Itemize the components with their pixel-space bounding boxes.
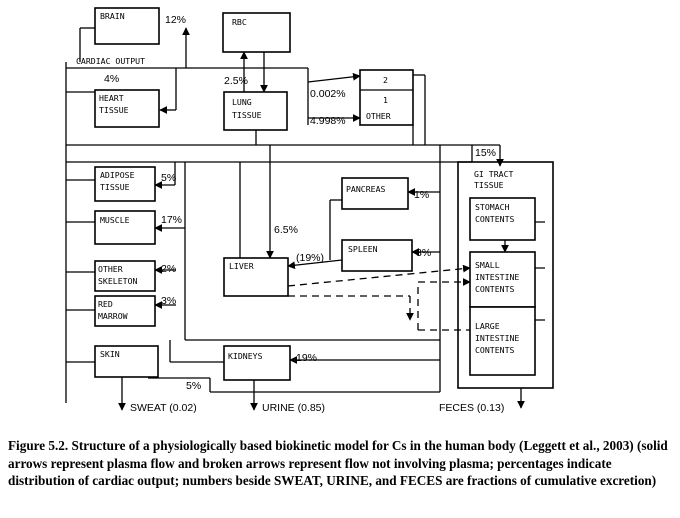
cardiac-output-label: CARDIAC OUTPUT	[76, 56, 145, 66]
spleen-label: SPLEEN	[348, 244, 378, 254]
liver-label: LIVER	[229, 261, 254, 271]
pancreas-box	[341, 177, 409, 210]
gi-tract-label-2: TISSUE	[474, 180, 504, 190]
small-int-label-3: CONTENTS	[475, 284, 515, 294]
rbc-box	[222, 12, 291, 53]
large-int-label-3: CONTENTS	[475, 345, 515, 355]
small-int-label-1: SMALL	[475, 260, 500, 270]
small-intestine-box	[469, 251, 536, 308]
red-marrow-label-2: MARROW	[98, 311, 128, 321]
lung-label-2: TISSUE	[232, 110, 262, 120]
pct-other-skeleton: 2%	[161, 263, 176, 275]
stomach-box	[469, 197, 536, 241]
red-marrow-label-1: RED	[98, 299, 113, 309]
kidneys-label: KIDNEYS	[228, 351, 263, 361]
large-int-label-1: LARGE	[475, 321, 500, 331]
urine-output: URINE (0.85)	[262, 402, 325, 414]
other-box	[359, 69, 414, 126]
other-skeleton-box	[94, 260, 156, 292]
pct-other-2: 0.002%	[310, 88, 346, 100]
pct-pancreas: 1%	[414, 189, 429, 201]
heart-label-2: TISSUE	[99, 105, 129, 115]
pct-adipose: 5%	[161, 172, 176, 184]
sweat-output: SWEAT (0.02)	[130, 402, 197, 414]
large-intestine-box	[469, 306, 536, 376]
liver-box	[223, 257, 289, 297]
stomach-label-2: CONTENTS	[475, 214, 515, 224]
pct-gi: 15%	[475, 147, 496, 159]
pct-lung: 2.5%	[224, 75, 248, 87]
other-label: OTHER	[366, 111, 391, 121]
muscle-box	[94, 210, 156, 245]
pct-brain: 12%	[165, 14, 186, 26]
pct-spleen-liver: (19%)	[296, 252, 324, 264]
kidneys-box	[223, 345, 291, 381]
other-compartment-2: 2	[383, 75, 388, 85]
small-int-label-2: INTESTINE	[475, 272, 519, 282]
feces-output: FECES (0.13)	[439, 402, 504, 414]
pct-liver: 6.5%	[274, 224, 298, 236]
pct-heart: 4%	[104, 73, 119, 85]
pct-other-1: 4.998%	[310, 115, 346, 127]
heart-label-1: HEART	[99, 93, 124, 103]
muscle-label: MUSCLE	[100, 215, 130, 225]
brain-box	[94, 7, 160, 45]
skin-label: SKIN	[100, 349, 120, 359]
lung-tissue-box	[223, 91, 288, 131]
large-int-label-2: INTESTINE	[475, 333, 519, 343]
biokinetic-model-diagram: BRAIN RBC CARDIAC OUTPUT HEART TISSUE LU…	[65, 7, 554, 414]
lung-label-1: LUNG	[232, 97, 252, 107]
other-compartment-1: 1	[383, 95, 388, 105]
skin-box	[94, 345, 159, 378]
figure-caption: Figure 5.2. Structure of a physiological…	[8, 438, 668, 488]
gi-tract-label-1: GI TRACT	[474, 169, 514, 179]
adipose-label-2: TISSUE	[100, 182, 130, 192]
pct-muscle: 17%	[161, 214, 182, 226]
gi-tract-box	[457, 161, 554, 389]
other-skeleton-label-1: OTHER	[98, 264, 123, 274]
heart-tissue-box	[94, 89, 160, 128]
adipose-box	[94, 166, 156, 202]
brain-label: BRAIN	[100, 11, 125, 21]
other-skeleton-label-2: SKELETON	[98, 276, 138, 286]
spleen-to-liver	[287, 259, 343, 270]
to-other-2-h	[307, 72, 361, 83]
red-marrow-box	[94, 295, 156, 327]
spleen-box	[341, 239, 413, 272]
rbc-label: RBC	[232, 17, 247, 27]
pct-skin: 5%	[186, 380, 201, 392]
pct-kidneys: 19%	[296, 352, 317, 364]
pancreas-label: PANCREAS	[346, 184, 386, 194]
adipose-label-1: ADIPOSE	[100, 170, 135, 180]
liver-to-small-intestine	[287, 264, 471, 287]
stomach-label-1: STOMACH	[475, 202, 510, 212]
pct-red-marrow: 3%	[161, 295, 176, 307]
pct-spleen: 3%	[416, 247, 431, 259]
